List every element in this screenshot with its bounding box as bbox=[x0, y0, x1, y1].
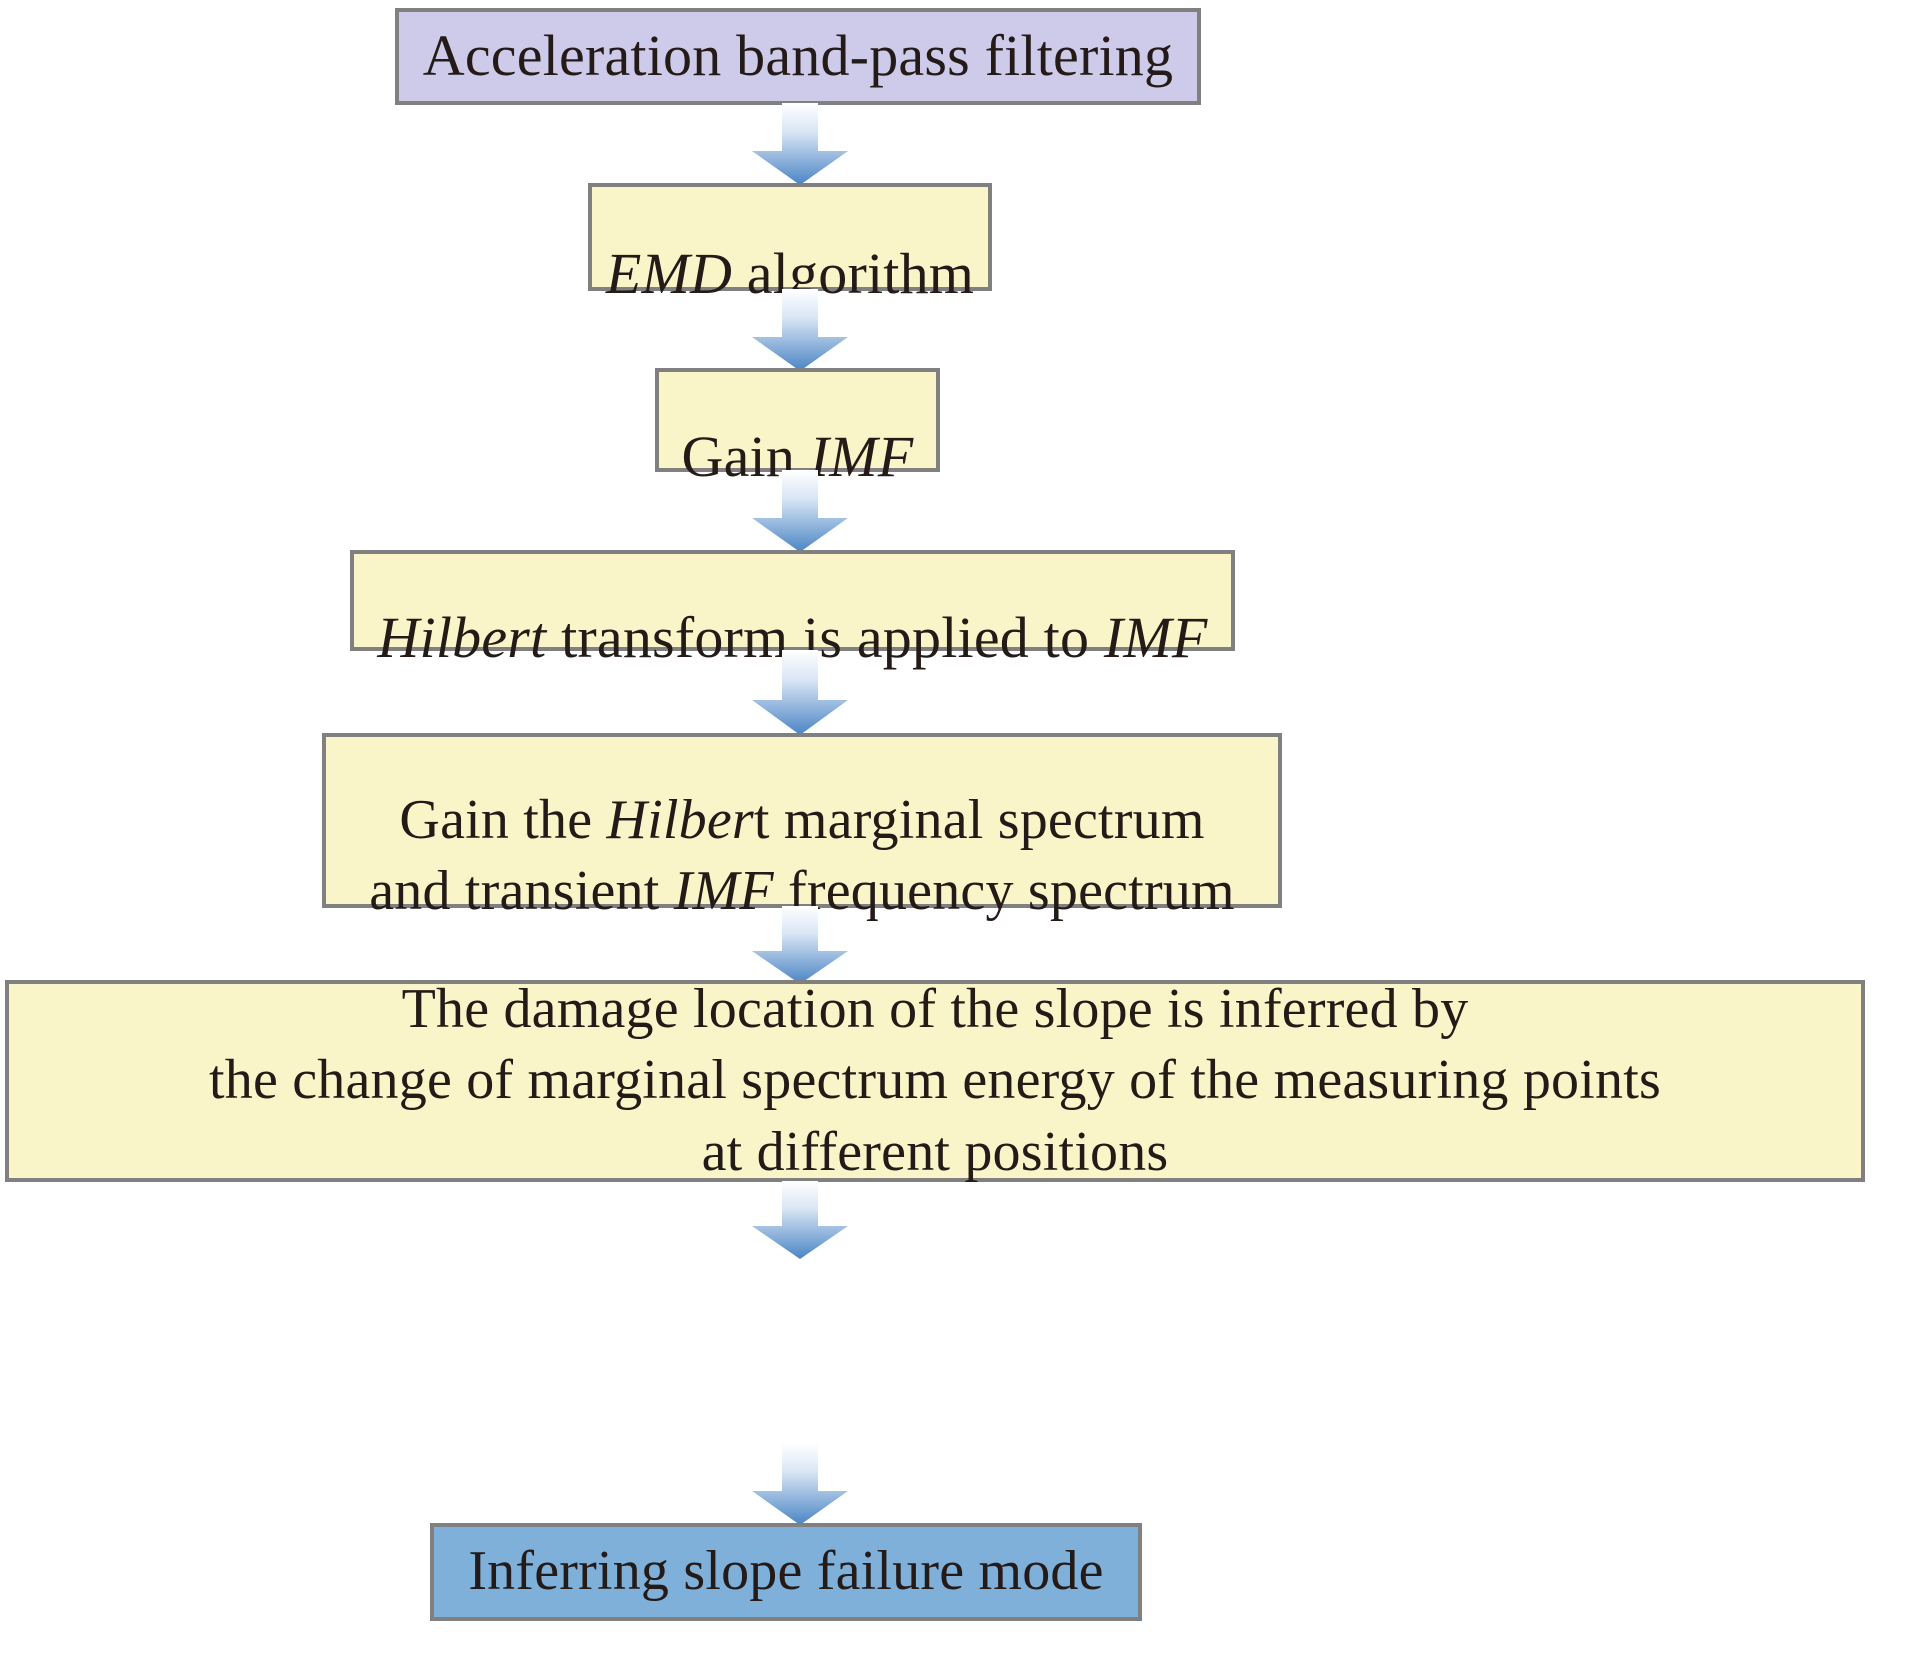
marginal-token-0: Gain the bbox=[399, 788, 607, 851]
down-arrow-icon bbox=[752, 470, 848, 552]
marginal-imf-italic-token: IMF bbox=[673, 860, 774, 923]
node-damage-location-inference[interactable]: The damage location of the slope is infe… bbox=[5, 978, 1865, 1183]
node-label-bandpass: Acceleration band-pass filtering bbox=[422, 23, 1174, 89]
node-label-failure: Inferring slope failure mode bbox=[468, 1540, 1104, 1603]
node-inferring-slope-failure-mode[interactable]: Inferring slope failure mode bbox=[430, 1523, 1142, 1621]
node-emd-algorithm[interactable]: EMD algorithm bbox=[588, 183, 992, 306]
arrow-into-failure-mode bbox=[752, 1443, 848, 1525]
gain-normal-token: Gain bbox=[681, 424, 810, 489]
down-arrow-icon bbox=[752, 103, 848, 185]
marginal-token-4: frequency spectrum bbox=[773, 860, 1235, 923]
arrow-gain-imf-to-hilbert bbox=[752, 470, 848, 552]
down-arrow-icon bbox=[752, 1443, 848, 1525]
imf-italic-token: IMF bbox=[809, 424, 914, 489]
node-gain-imf[interactable]: Gain IMF bbox=[655, 368, 940, 489]
down-arrow-icon bbox=[752, 1181, 848, 1259]
hilbert-italic-token: Hilbert bbox=[377, 604, 547, 670]
arrow-marginal-to-damage bbox=[752, 906, 848, 984]
arrow-hilbert-to-marginal bbox=[752, 650, 848, 735]
arrow-emd-to-gain-imf bbox=[752, 289, 848, 371]
emd-italic-token: EMD bbox=[605, 241, 733, 306]
marginal-token-2: t marginal spectrum and transient bbox=[369, 788, 1205, 923]
node-label-emd: EMD algorithm bbox=[592, 163, 988, 311]
node-label-hilbert: Hilbert transform is applied to IMF bbox=[354, 526, 1231, 674]
down-arrow-icon bbox=[752, 289, 848, 371]
arrow-damage-to-failure bbox=[752, 1181, 848, 1259]
node-hilbert-transform[interactable]: Hilbert transform is applied to IMF bbox=[350, 550, 1235, 670]
node-acceleration-band-pass-filtering[interactable]: Acceleration band-pass filtering bbox=[395, 8, 1201, 105]
node-label-damage: The damage location of the slope is infe… bbox=[209, 977, 1661, 1183]
node-label-marginal: Gain the Hilbert marginal spectrum and t… bbox=[326, 713, 1278, 928]
marginal-hilber-italic-token: Hilber bbox=[606, 788, 754, 851]
down-arrow-icon bbox=[752, 906, 848, 984]
down-arrow-icon bbox=[752, 650, 848, 735]
node-label-imf: Gain IMF bbox=[659, 346, 936, 494]
hilbert-imf-italic-token: IMF bbox=[1103, 604, 1208, 670]
node-gain-hilbert-marginal-spectrum[interactable]: Gain the Hilbert marginal spectrum and t… bbox=[322, 733, 1282, 922]
arrow-bandpass-to-emd bbox=[752, 103, 848, 185]
